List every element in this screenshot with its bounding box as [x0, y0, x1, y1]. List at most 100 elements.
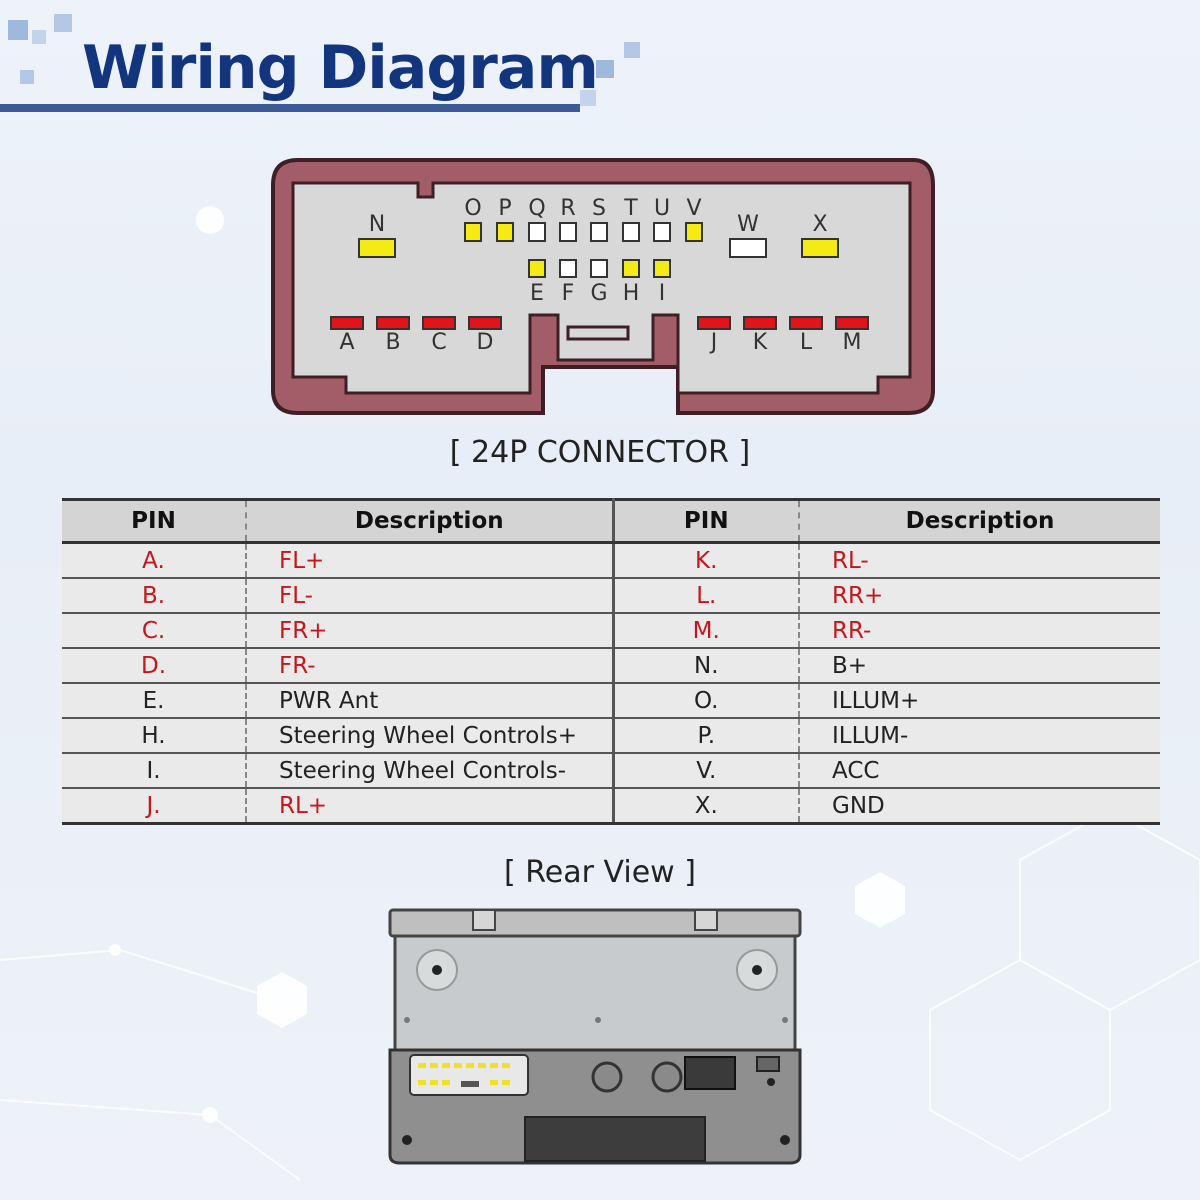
table-row: H.Steering Wheel Controls+P.ILLUM- [62, 718, 1160, 754]
pin-cell: M. [613, 613, 800, 649]
pin-cell: H. [62, 718, 247, 754]
pin-cell: I. [62, 753, 247, 789]
pin-s-contact [590, 222, 608, 242]
table-row: I.Steering Wheel Controls-V.ACC [62, 753, 1160, 789]
pin-q-label: Q [528, 196, 546, 221]
rear-view-illustration [388, 908, 802, 1165]
description-cell: RL- [799, 542, 1160, 579]
pin-cell: P. [613, 718, 800, 754]
pin-j-label: J [710, 330, 718, 355]
description-cell: GND [799, 788, 1160, 825]
decor-square [8, 20, 28, 40]
pin-r-label: R [560, 196, 576, 221]
pin-x-contact [801, 238, 839, 258]
table-row: C.FR+M.RR- [62, 613, 1160, 649]
pin-cell: K. [613, 542, 800, 579]
pin-x-label: X [812, 212, 828, 237]
pin-a-label: A [339, 330, 355, 355]
pin-g-contact [590, 259, 608, 278]
pin-h-label: H [622, 281, 640, 306]
pin-f-label: F [561, 281, 575, 306]
pin-u-label: U [653, 196, 671, 221]
pin-cell: X. [613, 788, 800, 825]
pin-cell: B. [62, 578, 247, 614]
description-cell: RR+ [799, 578, 1160, 614]
description-cell: Steering Wheel Controls- [246, 753, 615, 789]
pin-w-label: W [737, 212, 759, 237]
pin-i-label: I [658, 281, 666, 306]
pin-i-contact [653, 259, 671, 278]
pin-cell: O. [613, 683, 800, 719]
pin-cell: D. [62, 648, 247, 684]
decor-square [54, 14, 72, 32]
header-description-left: Description [246, 498, 615, 544]
pin-m-label: M [842, 330, 862, 355]
pin-cell: V. [613, 753, 800, 789]
pin-cell: N. [613, 648, 800, 684]
description-cell: FR+ [246, 613, 615, 649]
decor-square [580, 90, 596, 106]
pin-t-contact [622, 222, 640, 242]
connector-diagram [271, 158, 935, 415]
description-cell: FR- [246, 648, 615, 684]
pin-n-contact [358, 238, 396, 258]
description-cell: RL+ [246, 788, 615, 825]
pin-k-label: K [752, 330, 768, 355]
rear-view-caption: [ Rear View ] [504, 855, 696, 890]
table-header-row: PIN Description PIN Description [62, 498, 1160, 544]
table-row: J.RL+X.GND [62, 788, 1160, 825]
pin-a-contact [330, 316, 364, 330]
pin-s-label: S [592, 196, 606, 221]
pin-c-contact [422, 316, 456, 330]
decor-square [596, 60, 614, 78]
description-cell: ACC [799, 753, 1160, 789]
pin-b-label: B [385, 330, 401, 355]
pin-w-contact [729, 238, 767, 258]
pin-t-label: T [624, 196, 638, 221]
pin-v-contact [685, 222, 703, 242]
pin-e-label: E [530, 281, 544, 306]
pin-table: PIN Description PIN Description A.FL+K.R… [62, 498, 1160, 825]
pin-cell: C. [62, 613, 247, 649]
decor-square [624, 42, 640, 58]
header-description-right: Description [799, 498, 1160, 544]
pin-p-contact [496, 222, 514, 242]
description-cell: ILLUM+ [799, 683, 1160, 719]
pin-e-contact [528, 259, 546, 278]
description-cell: B+ [799, 648, 1160, 684]
table-row: B.FL-L.RR+ [62, 578, 1160, 614]
pin-table-body: A.FL+K.RL-B.FL-L.RR+C.FR+M.RR-D.FR-N.B+E… [62, 542, 1160, 825]
pin-b-contact [376, 316, 410, 330]
table-row: D.FR-N.B+ [62, 648, 1160, 684]
pin-l-label: L [799, 330, 813, 355]
pin-r-contact [559, 222, 577, 242]
decor-square [20, 70, 34, 84]
table-row: A.FL+K.RL- [62, 542, 1160, 579]
description-cell: RR- [799, 613, 1160, 649]
description-cell: FL+ [246, 542, 615, 579]
pin-d-label: D [476, 330, 494, 355]
pin-m-contact [835, 316, 869, 330]
pin-u-contact [653, 222, 671, 242]
pin-d-contact [468, 316, 502, 330]
page-title: Wiring Diagram [82, 33, 599, 103]
pin-cell: L. [613, 578, 800, 614]
pin-o-contact [464, 222, 482, 242]
title-underline [0, 104, 580, 112]
pin-k-contact [743, 316, 777, 330]
pin-g-label: G [590, 281, 608, 306]
pin-l-contact [789, 316, 823, 330]
pin-j-contact [697, 316, 731, 330]
description-cell: Steering Wheel Controls+ [246, 718, 615, 754]
pin-f-contact [559, 259, 577, 278]
description-cell: FL- [246, 578, 615, 614]
pin-q-contact [528, 222, 546, 242]
pin-n-label: N [368, 212, 386, 237]
description-cell: ILLUM- [799, 718, 1160, 754]
pin-cell: J. [62, 788, 247, 825]
pin-v-label: V [686, 196, 702, 221]
pin-o-label: O [464, 196, 482, 221]
pin-c-label: C [431, 330, 447, 355]
header-pin-right: PIN [613, 498, 800, 544]
